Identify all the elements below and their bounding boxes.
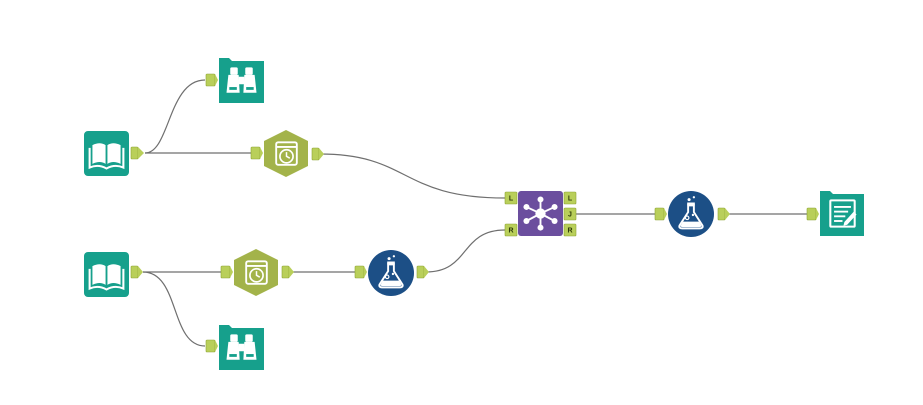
connections — [142, 79, 807, 347]
output-anchor[interactable] — [717, 207, 726, 221]
output-anchor-arrow — [138, 147, 144, 159]
anchor-label-j: J — [568, 212, 572, 219]
output-data-tool[interactable] — [806, 191, 864, 236]
anchor-label-l: L — [509, 196, 514, 203]
input-anchor[interactable] — [220, 265, 231, 279]
output-anchor-arrow — [319, 148, 324, 160]
formula-tool-1[interactable] — [354, 250, 429, 296]
join-left-output-anchor[interactable]: L — [563, 191, 577, 205]
input-anchor-arrow — [215, 340, 218, 352]
input-anchor[interactable] — [654, 207, 665, 221]
join-tool[interactable]: L R L J R — [504, 191, 577, 237]
anchor-label-r: R — [508, 228, 513, 235]
input-anchor-arrow — [260, 147, 263, 159]
output-anchor[interactable] — [130, 146, 139, 160]
connection-input2-browse2[interactable] — [142, 271, 206, 347]
input-anchor[interactable] — [250, 146, 261, 160]
input-anchor-arrow — [215, 74, 218, 86]
input-anchor[interactable] — [205, 73, 216, 87]
output-anchor[interactable] — [311, 147, 320, 161]
input-data-tool-2[interactable] — [84, 252, 143, 297]
output-anchor-arrow — [424, 266, 429, 278]
anchor-label-r: R — [567, 228, 572, 235]
browse-tool-2[interactable] — [205, 325, 264, 370]
input-anchor-arrow — [664, 208, 667, 220]
input-anchor[interactable] — [205, 339, 216, 353]
output-anchor-arrow — [289, 266, 294, 278]
output-anchor[interactable] — [416, 265, 425, 279]
output-anchor[interactable] — [281, 265, 290, 279]
join-join-output-anchor[interactable]: J — [563, 207, 577, 221]
datetime-tool-2[interactable] — [220, 249, 294, 296]
input-data-tool-1[interactable] — [84, 131, 144, 176]
datetime-tool-1[interactable] — [250, 130, 324, 177]
input-anchor[interactable] — [354, 265, 365, 279]
join-right-input-anchor[interactable]: R — [504, 223, 518, 237]
output-anchor[interactable] — [130, 265, 139, 279]
input-anchor-arrow — [364, 266, 367, 278]
join-right-output-anchor[interactable]: R — [563, 223, 577, 237]
output-anchor-arrow — [138, 266, 143, 278]
connection-input1-browse1[interactable] — [144, 79, 206, 154]
input-anchor[interactable] — [806, 207, 817, 221]
formula-tool-2[interactable] — [654, 191, 730, 237]
output-anchor-arrow — [725, 208, 730, 220]
anchor-label-l: L — [568, 196, 573, 203]
input-anchor-arrow — [816, 208, 819, 220]
browse-tool-1[interactable] — [205, 58, 264, 103]
connection-datetime1-join-left[interactable] — [319, 153, 506, 199]
connection-formula1-join-right[interactable] — [425, 229, 506, 273]
join-left-input-anchor[interactable]: L — [504, 191, 518, 205]
input-anchor-arrow — [230, 266, 233, 278]
